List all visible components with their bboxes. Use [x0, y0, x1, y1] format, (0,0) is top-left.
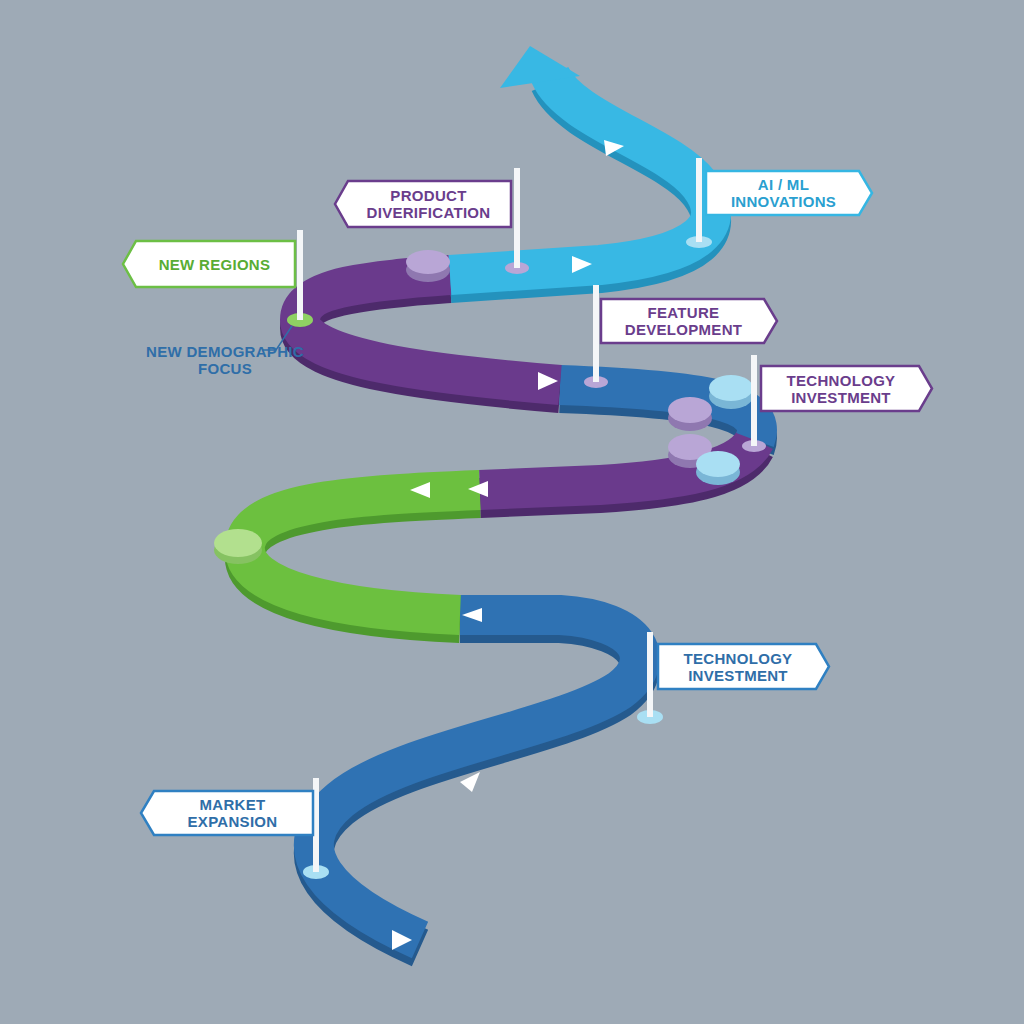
direction-marker	[538, 372, 558, 390]
pole	[514, 168, 520, 268]
sign-label: TECHNOLOGY INVESTMENT	[771, 372, 911, 406]
signpost: TECHNOLOGY INVESTMENT	[760, 365, 933, 412]
pole	[647, 632, 653, 717]
road	[245, 75, 757, 940]
direction-marker	[410, 482, 430, 498]
pole	[297, 230, 303, 320]
sign-shape	[761, 366, 932, 411]
direction-marker	[460, 772, 480, 792]
pole	[751, 355, 757, 446]
sign-shape	[601, 299, 777, 343]
disc	[406, 250, 450, 274]
pole	[696, 158, 702, 242]
sign-label: MARKET EXPANSION	[168, 796, 298, 830]
road-segment	[450, 75, 711, 275]
signpost: NEW REGIONS	[122, 240, 296, 288]
sign-label: FEATURE DEVELOPMENT	[609, 304, 759, 338]
direction-marker	[604, 140, 624, 156]
road-arrowhead	[500, 46, 580, 88]
road-segment	[245, 490, 480, 615]
signpost: AI / ML INNOVATIONS	[705, 170, 873, 216]
direction-marker	[468, 481, 488, 497]
flag-poles	[287, 158, 766, 879]
direction-marker	[462, 608, 482, 622]
signpost: FEATURE DEVELOPMENT	[600, 298, 778, 344]
sign-label: NEW REGIONS	[159, 256, 271, 273]
signpost: TECHNOLOGY INVESTMENT	[657, 643, 830, 690]
sign-shape	[658, 644, 829, 689]
road-segment	[300, 275, 560, 385]
milestone-discs	[214, 250, 753, 564]
road-segment	[314, 615, 640, 940]
direction-markers	[392, 140, 624, 950]
signpost: PRODUCT DIVERIFICATION	[334, 180, 512, 228]
direction-marker	[392, 930, 412, 950]
sign-shape	[141, 791, 313, 835]
disc	[668, 397, 712, 423]
disc	[709, 375, 753, 401]
pole	[593, 285, 599, 382]
callout-label: NEW DEMOGRAPHIC FOCUS	[140, 343, 310, 377]
sign-label: PRODUCT DIVERIFICATION	[354, 187, 504, 221]
sign-shape	[335, 181, 511, 227]
sign-shape	[706, 171, 872, 215]
signpost: MARKET EXPANSION	[140, 790, 314, 836]
direction-marker	[572, 256, 592, 273]
road-shadow	[245, 83, 757, 948]
sign-label: AI / ML INNOVATIONS	[722, 176, 846, 210]
sign-shape	[123, 241, 295, 287]
disc	[696, 451, 740, 477]
disc	[214, 529, 262, 557]
road-segment	[480, 440, 755, 490]
sign-label: TECHNOLOGY INVESTMENT	[668, 650, 808, 684]
